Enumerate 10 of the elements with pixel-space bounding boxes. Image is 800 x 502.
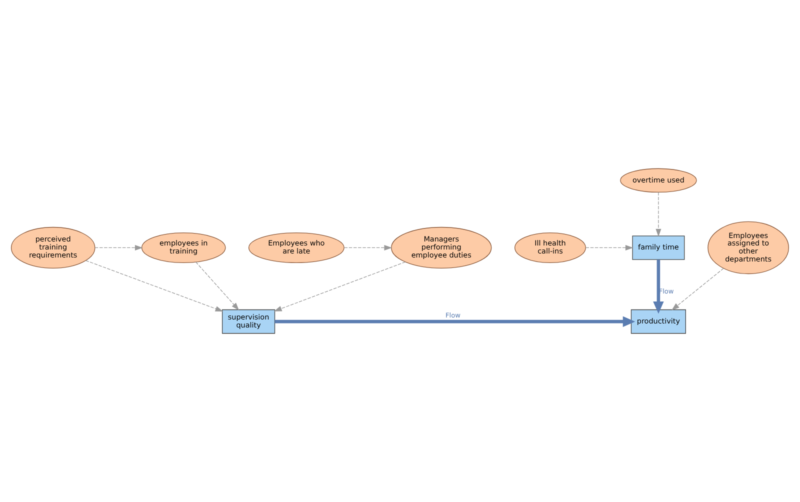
arrow — [672, 268, 724, 310]
arrow — [195, 262, 240, 310]
arrow — [94, 244, 143, 250]
arrow — [274, 262, 406, 312]
arrow — [274, 316, 636, 327]
arrow — [344, 244, 392, 250]
arrow — [85, 260, 224, 312]
arrow — [653, 260, 664, 314]
arrow — [585, 244, 634, 250]
arrow — [656, 192, 662, 237]
